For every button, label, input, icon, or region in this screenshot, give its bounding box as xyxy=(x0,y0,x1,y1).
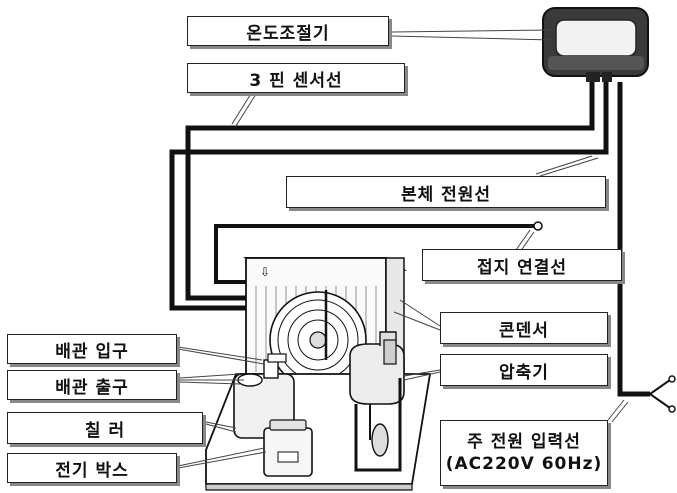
svg-text:⇩: ⇩ xyxy=(260,265,270,279)
pipe-outlet-label: 배관 출구 xyxy=(7,370,177,400)
unit-power-cable-label: 본체 전원선 xyxy=(286,176,606,208)
thermostat-label: 온도조절기 xyxy=(187,16,389,46)
sensor-cable xyxy=(185,82,595,301)
thermostat-device xyxy=(542,7,649,82)
ground-wire-path xyxy=(214,224,536,284)
main-power-line2: (AC220V 60Hz) xyxy=(445,454,603,474)
chiller-label: 칠 러 xyxy=(7,412,203,444)
ground-wire-label: 접지 연결선 xyxy=(422,249,622,281)
main-power-input-label: 주 전원 입력선 (AC220V 60Hz) xyxy=(440,420,608,486)
power-plug-prongs xyxy=(649,379,671,409)
ground-terminal xyxy=(533,221,543,231)
compressor-label: 압축기 xyxy=(440,354,608,386)
main-power-cable xyxy=(617,82,650,397)
pipe-inlet-label: 배관 입구 xyxy=(7,334,177,364)
electric-box-label: 전기 박스 xyxy=(7,453,177,483)
sensor-wire-label: 3 핀 센서선 xyxy=(187,63,405,93)
leader-lines xyxy=(177,29,629,469)
unit-power-cable xyxy=(169,82,609,311)
condenser-label: 콘덴서 xyxy=(440,312,608,344)
condensing-unit: ⇩ xyxy=(205,257,432,491)
main-power-line1: 주 전원 입력선 xyxy=(467,432,581,452)
